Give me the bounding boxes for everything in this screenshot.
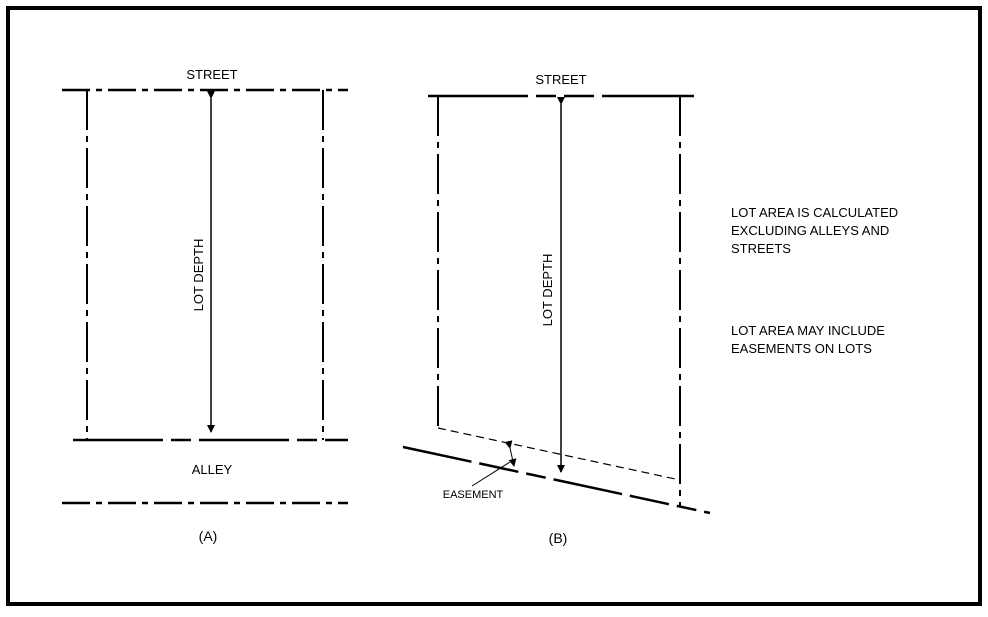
street-label-b: STREET (535, 72, 586, 87)
street-label-a: STREET (186, 67, 237, 82)
diagram-b: STREET LOT DEPTH EASEMENT (B) (402, 72, 711, 546)
easement-width-arrow (504, 440, 517, 467)
note-2-line-1: LOT AREA MAY INCLUDE (731, 323, 885, 338)
caption-b: (B) (549, 530, 568, 546)
lot-depth-label-b: LOT DEPTH (540, 254, 555, 327)
easement-leader-line (471, 461, 511, 487)
lot-depth-label-a: LOT DEPTH (191, 239, 206, 312)
alley-label: ALLEY (192, 462, 233, 477)
easement-label: EASEMENT (443, 489, 504, 501)
note-1-line-3: STREETS (731, 241, 791, 256)
diagram-a: STREET LOT DEPTH ALLEY (A) (62, 67, 348, 544)
caption-a: (A) (199, 528, 218, 544)
alley-boundary-b (402, 445, 711, 515)
outer-border (6, 6, 982, 606)
note-2-line-2: EASEMENTS ON LOTS (731, 341, 872, 356)
notes: LOT AREA IS CALCULATED EXCLUDING ALLEYS … (731, 205, 898, 356)
note-1-line-2: EXCLUDING ALLEYS AND (731, 223, 889, 238)
note-1-line-1: LOT AREA IS CALCULATED (731, 205, 898, 220)
